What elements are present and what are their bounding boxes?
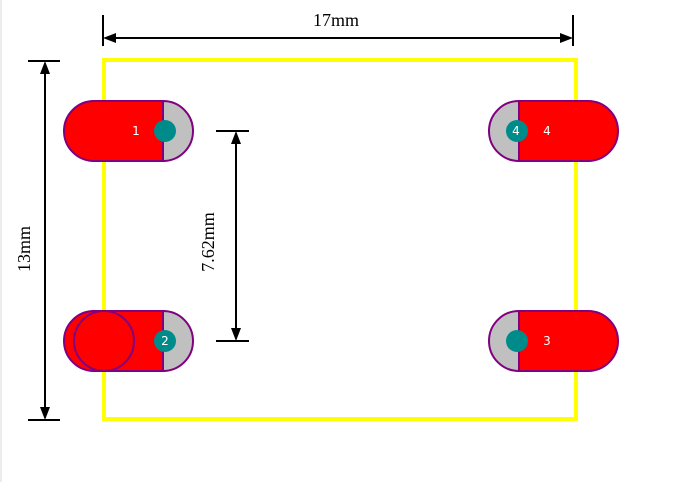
pad-3-drill-hole	[506, 330, 528, 352]
pad-2-drill-hole	[154, 330, 176, 352]
pad-1-annular-ring	[162, 99, 194, 163]
pad-1-copper	[63, 100, 164, 162]
width-dim-arrow-left	[103, 33, 116, 43]
pad-2-overlap-outline	[73, 310, 135, 372]
width-dimension-label: 17mm	[313, 10, 359, 30]
pad-4-copper	[518, 100, 619, 162]
pitch-dim-arrow-bottom	[231, 328, 241, 341]
pad-1-drill-hole	[154, 120, 176, 142]
height-dim-arrow-top	[40, 61, 50, 74]
pad-3[interactable]: 3	[488, 309, 619, 373]
pad-4-annular-ring	[488, 99, 520, 163]
pitch-dim-arrow-top	[231, 131, 241, 144]
pad-3-copper	[518, 310, 619, 372]
pad-4-label: 4	[543, 124, 551, 138]
pad-4[interactable]: 4 4	[488, 99, 619, 163]
pad-3-annular-ring	[488, 309, 520, 373]
width-dim-arrow-right	[560, 33, 573, 43]
pad-2-label: 2	[161, 334, 169, 348]
pad-4-drill-hole	[506, 120, 528, 142]
pad-1[interactable]: 1	[63, 99, 194, 163]
width-dimension	[102, 15, 574, 46]
pitch-dimension	[216, 130, 249, 342]
height-dim-arrow-bottom	[40, 407, 50, 420]
pad-1-label: 1	[132, 124, 140, 138]
pad-2[interactable]: 2	[63, 309, 194, 373]
pitch-dimension-label: 7.62mm	[198, 212, 218, 272]
height-dimension	[28, 60, 60, 421]
component-outline	[102, 58, 578, 421]
pad-4-drill-label: 4	[512, 124, 520, 138]
pad-3-label: 3	[543, 334, 551, 348]
height-dimension-label: 13mm	[14, 226, 34, 272]
pad-2-annular-ring	[162, 309, 194, 373]
